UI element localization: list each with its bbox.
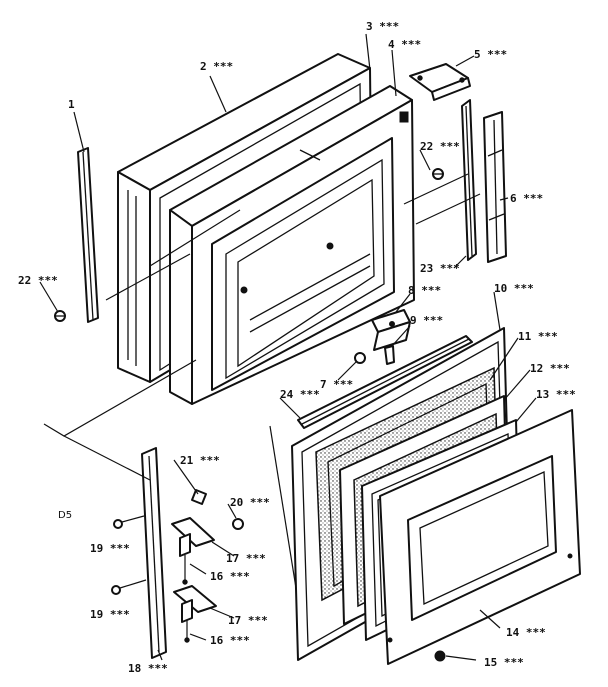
callout-5: 5 *** <box>474 48 507 61</box>
screw-part-19-upper <box>113 515 145 529</box>
latch-bracket-part-8 <box>371 309 411 351</box>
leader-lines <box>39 33 537 661</box>
callout-12: 12 *** <box>530 362 570 375</box>
callout-24: 24 *** <box>280 388 320 401</box>
callout-11: 11 *** <box>518 330 558 343</box>
callout-22-upper: 22 *** <box>420 140 460 153</box>
hinge-plate-part-18 <box>141 447 167 659</box>
callout-20: 20 *** <box>230 496 270 509</box>
screw-part-22-lower <box>54 310 66 322</box>
hinge-arm-part-17-lower <box>173 585 217 623</box>
callout-4: 4 *** <box>388 38 421 51</box>
callout-labels: 1 2 *** 3 *** 4 *** 5 *** 22 *** 6 *** 2… <box>18 20 576 675</box>
callout-10: 10 *** <box>494 282 534 295</box>
trim-strip-part-1 <box>77 147 99 323</box>
callout-9: 9 *** <box>410 314 443 327</box>
screw-part-21 <box>191 489 207 505</box>
callout-18: 18 *** <box>128 662 168 675</box>
callout-22-lower: 22 *** <box>18 274 58 287</box>
callout-16-lower: 16 *** <box>210 634 250 647</box>
screw-part-9 <box>384 345 395 365</box>
screw-part-19-lower <box>111 579 147 595</box>
callout-16-upper: 16 *** <box>210 570 250 583</box>
callout-23: 23 *** <box>420 262 460 275</box>
screw-part-7 <box>354 352 366 364</box>
front-frame-part-14 <box>379 409 581 665</box>
hinge-bracket-part-5 <box>409 63 471 101</box>
callout-17-upper: 17 *** <box>226 552 266 565</box>
pin-part-16-lower <box>184 620 190 643</box>
callout-19-lower: 19 *** <box>90 608 130 621</box>
callout-21: 21 *** <box>180 454 220 467</box>
bottom-trim-part-24 <box>297 335 473 429</box>
callout-7: 7 *** <box>320 378 353 391</box>
callout-6: 6 *** <box>510 192 543 205</box>
pin-part-16-upper <box>182 555 188 585</box>
side-channel-part-6 <box>483 111 507 263</box>
callout-1: 1 <box>68 98 75 111</box>
callout-15: 15 *** <box>484 656 524 669</box>
screw-part-22-upper <box>432 168 444 180</box>
callout-8: 8 *** <box>408 284 441 297</box>
callout-14: 14 *** <box>506 626 546 639</box>
callout-2: 2 *** <box>200 60 233 73</box>
callout-19-upper: 19 *** <box>90 542 130 555</box>
hinge-arm-part-17-upper <box>171 517 215 557</box>
callout-3: 3 *** <box>366 20 399 33</box>
screw-part-15 <box>434 650 446 662</box>
diagram-code: D5 <box>58 510 72 521</box>
screw-part-20 <box>232 518 244 530</box>
callout-13: 13 *** <box>536 388 576 401</box>
vertical-strip-part-23 <box>461 99 477 261</box>
inner-door-frame-part-3 <box>169 85 415 405</box>
callout-17-lower: 17 *** <box>228 614 268 627</box>
